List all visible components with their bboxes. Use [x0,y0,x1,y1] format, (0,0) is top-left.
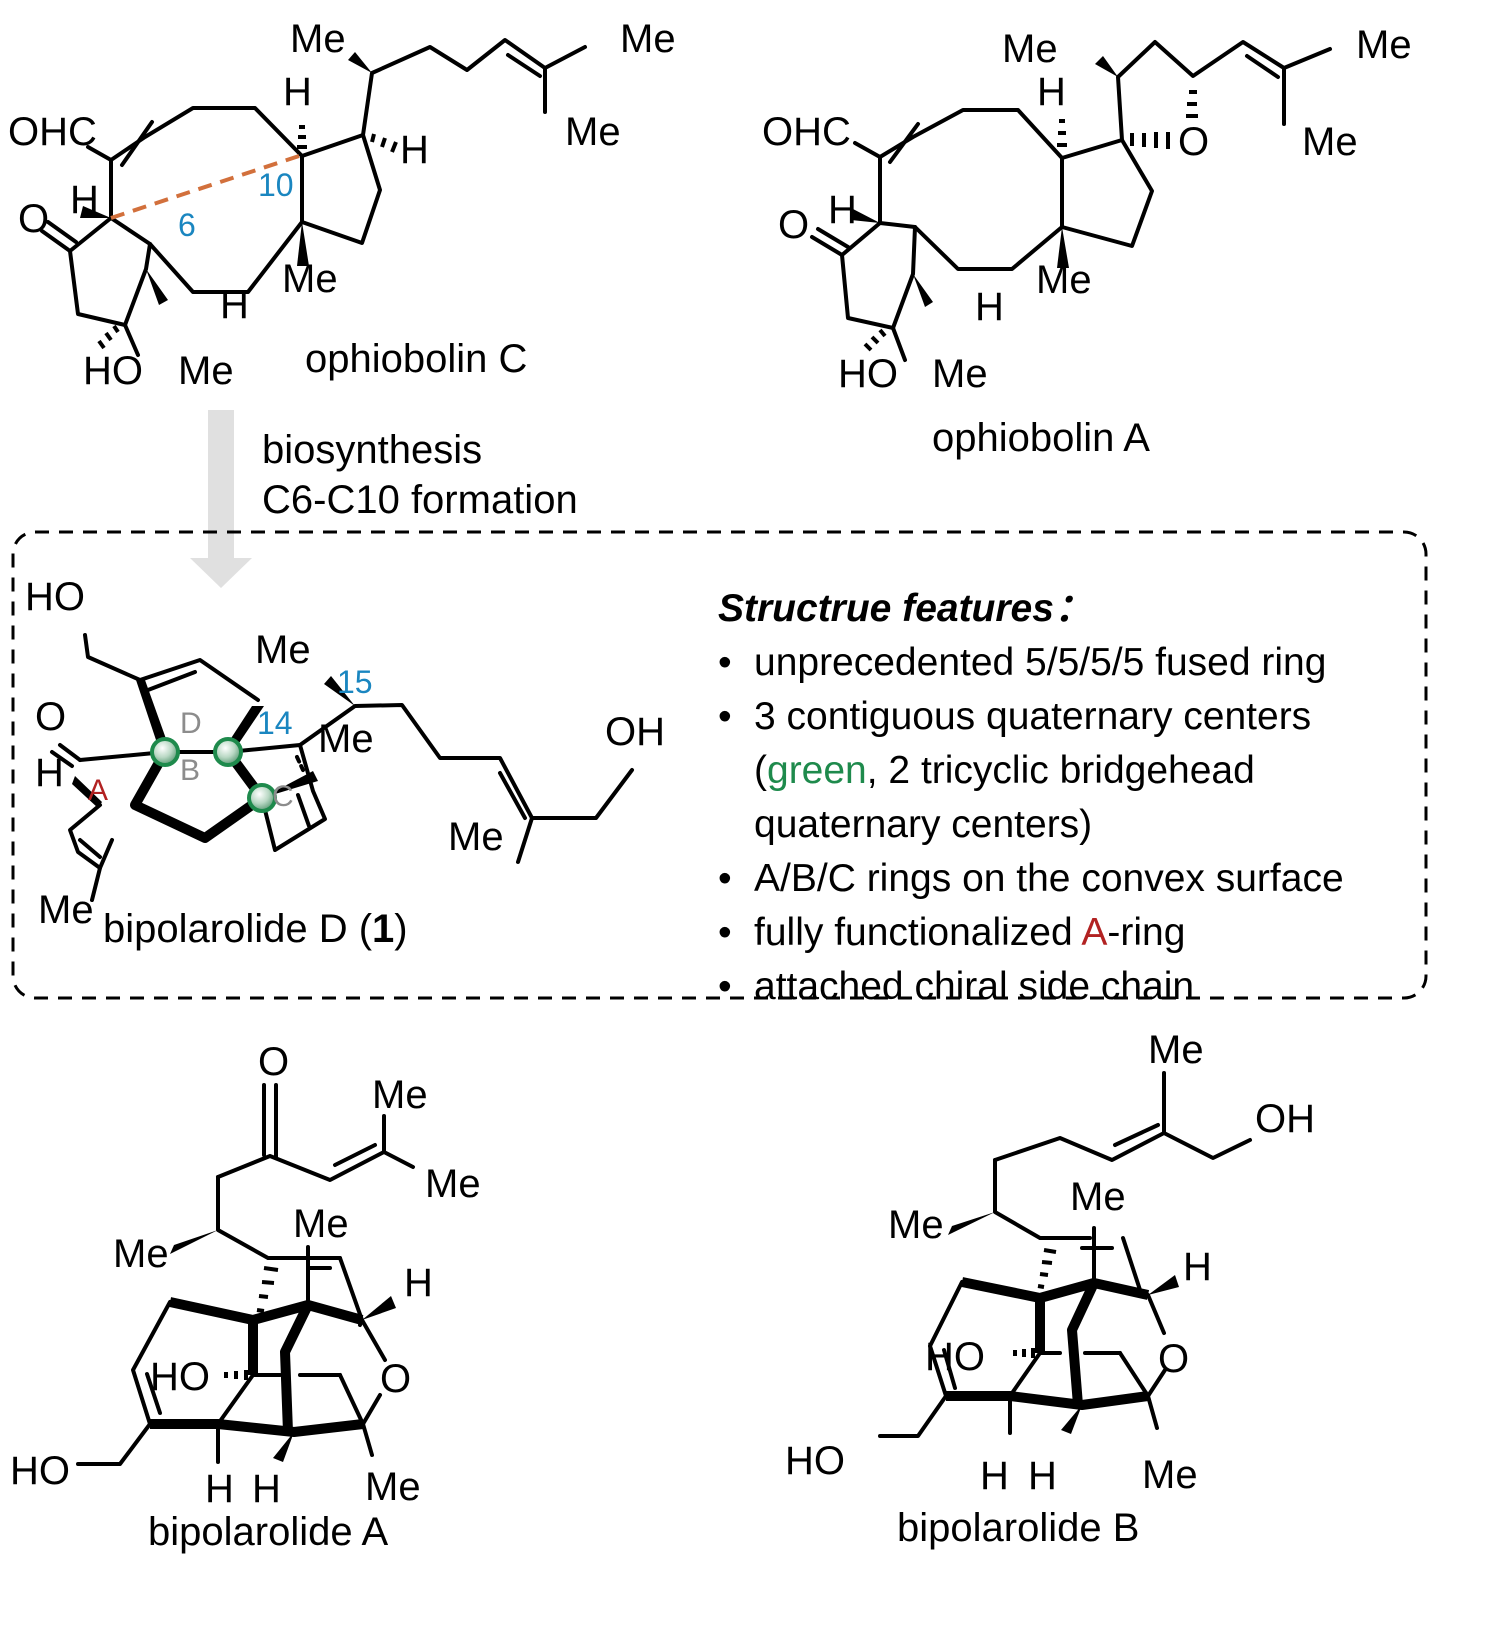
h-label: H [400,128,429,172]
me-label: Me [565,110,621,154]
h-label: H [70,178,99,222]
h-label: H [975,285,1004,329]
oxygen-label: O [380,1357,411,1401]
h-label: H [828,188,857,232]
me-label: Me [1070,1175,1126,1219]
ring-label-a: A [88,774,108,807]
features-title: Structrue features： [718,587,1093,630]
ho-label: HO [925,1335,985,1379]
me-label: Me [1142,1453,1198,1497]
ho-label: HO [785,1439,845,1483]
me-label: Me [425,1162,481,1206]
feature-item: 3 contiguous quaternary centers [718,690,1478,744]
h-label: H [1028,1454,1057,1498]
bipolarolide-d-structure: HO O H Me Me 15 14 Me OH Me A B C D bipo… [25,575,665,951]
oxygen-label: O [1178,120,1209,164]
structure-features: Structrue features： unprecedented 5/5/5/… [718,582,1478,1014]
me-label: Me [932,352,988,396]
ohc-label: OHC [762,110,851,154]
h-label: H [35,751,64,795]
ophiobolin-a-name: ophiobolin A [932,416,1150,460]
me-label: Me [113,1232,169,1276]
me-label: Me [38,888,94,932]
quaternary-center-marker [213,737,243,767]
ho-label: HO [83,349,143,393]
features-list: unprecedented 5/5/5/5 fused ring 3 conti… [718,636,1478,1014]
me-label: Me [888,1203,944,1247]
arrow-label-biosynthesis: biosynthesis [262,428,482,472]
me-label: Me [365,1465,421,1509]
ring-label-d: D [180,707,202,740]
h-label: H [404,1261,433,1305]
c6-c10-new-bond [110,153,303,220]
atom-number-6: 6 [178,207,196,243]
oxygen-label: O [778,203,809,247]
ophiobolin-c-name: ophiobolin C [305,337,527,381]
ring-label-b: B [180,754,200,787]
oh-label: OH [605,710,665,754]
me-label: Me [1148,1028,1204,1072]
me-label: Me [1036,258,1092,302]
h-label: H [1183,1245,1212,1289]
me-label: Me [290,17,346,61]
bipolarolide-a-structure: O Me Me Me Me H HO O HO H H Me bipolarol… [10,1040,481,1554]
h-label: H [1037,70,1066,114]
feature-item: fully functionalized A-ring [718,906,1478,960]
oxygen-label: O [35,695,66,739]
me-label: Me [1002,27,1058,71]
bipolarolide-a-name: bipolarolide A [148,1510,388,1554]
feature-item: attached chiral side chain [718,960,1478,1014]
bipolarolide-b-structure: Me OH Me Me H HO O HO H H Me bipolarolid… [785,1028,1315,1550]
me-label: Me [282,257,338,301]
feature-item-continuation: (green, 2 tricyclic bridgehead [754,749,1255,792]
h-label: H [283,70,312,114]
me-label: Me [293,1202,349,1246]
arrow-label-bond-formation: C6-C10 formation [262,478,578,522]
quaternary-center-marker [247,783,277,813]
atom-number-14: 14 [257,705,293,741]
oxygen-label: O [258,1040,289,1084]
bipolarolide-b-name: bipolarolide B [897,1506,1139,1550]
ophiobolin-c-structure: Me Me Me H H OHC H O 6 10 Me H HO Me oph… [8,17,676,393]
ohc-label: OHC [8,110,97,154]
me-label: Me [1356,23,1412,67]
feature-item: unprecedented 5/5/5/5 fused ring [718,636,1478,690]
h-label: H [205,1467,234,1511]
green-highlight: green [767,749,867,792]
feature-item: A/B/C rings on the convex surface [718,852,1478,906]
quaternary-center-marker [150,737,180,767]
feature-item-continuation: quaternary centers) [754,803,1093,846]
me-label: Me [255,628,311,672]
ophiobolin-a-structure: Me Me Me H OHC O H O Me H HO Me ophiobol… [762,23,1412,460]
ho-label: HO [150,1355,210,1399]
ring-a-highlight: A [1081,911,1108,954]
bipolarolide-d-name: bipolarolide D (1) [103,907,408,951]
oxygen-label: O [18,197,49,241]
me-label: Me [1302,120,1358,164]
biosynthesis-arrow [190,410,252,588]
me-label: Me [620,17,676,61]
ho-label: HO [838,352,898,396]
me-label: Me [372,1073,428,1117]
ho-label: HO [25,575,85,619]
h-label: H [220,283,249,327]
oxygen-label: O [1158,1337,1189,1381]
ring-label-c: C [272,780,294,813]
h-label: H [980,1454,1009,1498]
me-label: Me [448,815,504,859]
oh-label: OH [1255,1097,1315,1141]
atom-number-10: 10 [258,167,294,203]
atom-number-15: 15 [337,664,373,700]
me-label: Me [318,717,374,761]
h-label: H [252,1467,281,1511]
me-label: Me [178,349,234,393]
ho-label: HO [10,1449,70,1493]
